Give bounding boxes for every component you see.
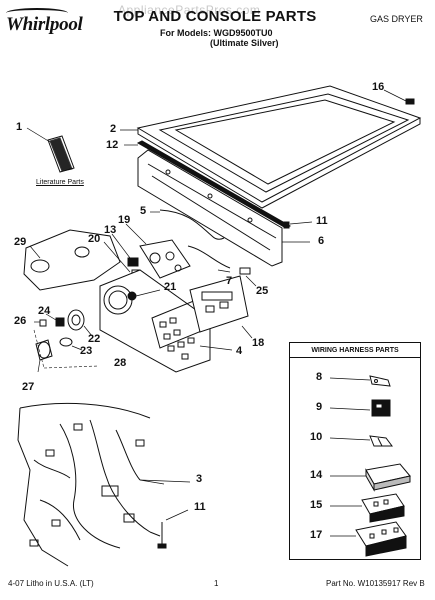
models-sub: (Ultimate Silver) [210, 38, 279, 48]
callout-11-upper: 11 [316, 215, 328, 227]
callout-3: 3 [196, 473, 203, 485]
control-board-19-drawing [125, 223, 191, 279]
callout-18: 18 [252, 337, 265, 349]
callout-8: 8 [316, 371, 323, 383]
callout-25: 25 [256, 285, 269, 297]
harness-part-8-drawing [329, 375, 391, 387]
harness-part-10-drawing [329, 435, 393, 447]
models-text: For Models: WGD9500TU0 (Ultimate Silver) [160, 28, 279, 48]
callout-22: 22 [88, 333, 101, 345]
footer-litho: 4-07 Litho in U.S.A. (LT) [8, 579, 94, 588]
wire-7-25-drawing [187, 245, 257, 287]
front-strip-12-drawing [124, 140, 292, 229]
literature-booklet-drawing [26, 127, 75, 173]
callout-11-lower: 11 [194, 501, 206, 513]
harness-part-17-drawing [330, 521, 407, 557]
callout-19: 19 [118, 214, 131, 226]
whirlpool-logo-swoosh [6, 8, 68, 18]
electronic-control-18-drawing [189, 275, 253, 339]
callout-9: 9 [316, 401, 323, 413]
callout-21: 21 [164, 281, 177, 293]
console-back-6-drawing [137, 149, 310, 267]
models-line: For Models: WGD9500TU0 [160, 28, 273, 38]
callout-13: 13 [104, 224, 117, 236]
callout-15: 15 [310, 499, 323, 511]
literature-parts-label: Literature Parts [36, 179, 84, 186]
callout-12: 12 [106, 139, 119, 151]
callout-10: 10 [310, 431, 323, 443]
callout-23: 23 [80, 345, 93, 357]
callout-14: 14 [310, 469, 323, 481]
callout-26: 26 [14, 315, 27, 327]
harness-part-14-drawing [330, 463, 411, 492]
callout-20: 20 [88, 233, 101, 245]
product-type: GAS DRYER [370, 14, 423, 24]
encoder-21-22-drawing [67, 289, 161, 337]
page-title: TOP AND CONSOLE PARTS [113, 8, 317, 25]
harness-part-9-drawing [329, 399, 391, 417]
callout-2: 2 [110, 123, 117, 135]
screw-11-upper-drawing [283, 221, 313, 229]
wiring-harness-title: WIRING HARNESS PARTS [311, 347, 399, 354]
wiring-harness-parts-box: WIRING HARNESS PARTS [289, 342, 421, 560]
callout-29: 29 [14, 236, 27, 248]
callout-16: 16 [372, 81, 385, 93]
top-panel-drawing [120, 85, 422, 209]
wiring-harness-divider [290, 357, 420, 358]
callout-24: 24 [38, 305, 51, 317]
screw-11-lower-drawing [157, 509, 189, 549]
harness-part-15-drawing [330, 493, 405, 523]
callout-4: 4 [236, 345, 243, 357]
whirlpool-logo: Whirlpool [6, 14, 83, 35]
callout-28: 28 [114, 357, 127, 369]
screw-16-drawing [383, 89, 415, 105]
callout-7: 7 [226, 275, 233, 287]
callout-17: 17 [310, 529, 323, 541]
wire-5-drawing [150, 209, 225, 240]
callout-1: 1 [16, 121, 23, 133]
knob-parts-drawing [33, 313, 99, 373]
watermark: AppliancePartsPros.com [118, 3, 261, 17]
console-front-29-drawing [23, 229, 121, 291]
main-harness-3-drawing [17, 402, 191, 567]
callout-27: 27 [22, 381, 35, 393]
footer-part-number: Part No. W10135917 Rev B [326, 579, 425, 588]
callout-6: 6 [318, 235, 325, 247]
callout-5: 5 [140, 205, 147, 217]
footer-page-number: 1 [214, 579, 219, 588]
